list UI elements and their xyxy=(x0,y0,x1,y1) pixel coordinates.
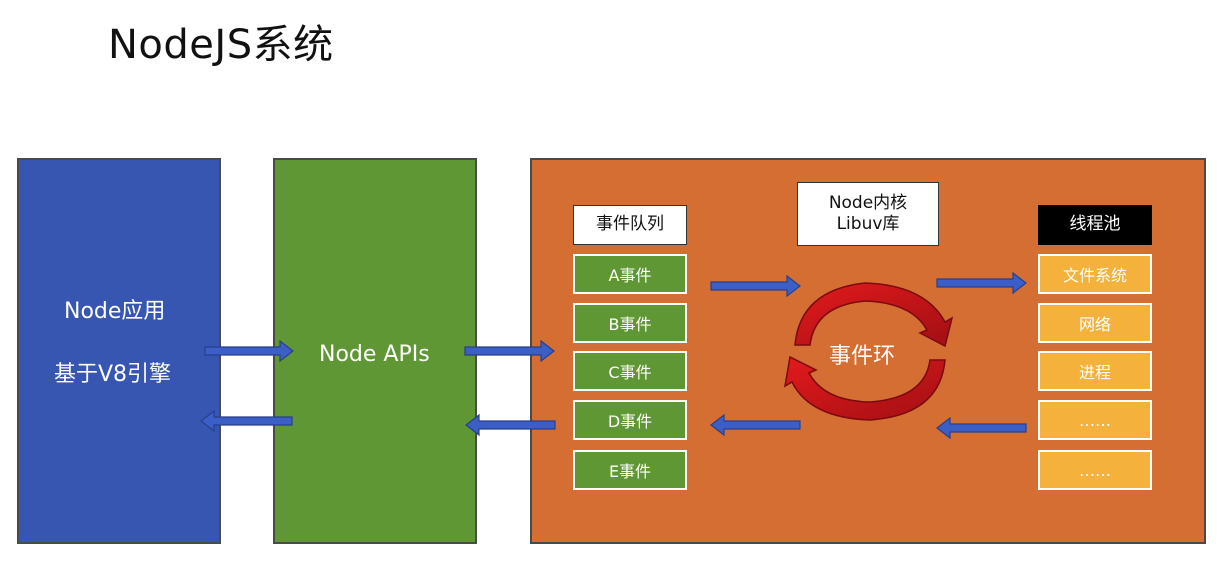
node-app-label: Node应用 xyxy=(64,299,166,324)
event-item-d: D事件 xyxy=(573,400,687,440)
node-core-line1: Node内核 xyxy=(828,192,908,213)
event-item-a: A事件 xyxy=(573,254,687,294)
event-item-b: B事件 xyxy=(573,303,687,343)
v8-engine-label: 基于V8引擎 xyxy=(54,362,172,387)
event-queue-title: 事件队列 xyxy=(573,205,687,245)
event-item-e: E事件 xyxy=(573,450,687,490)
page-title: NodeJS系统 xyxy=(108,22,334,68)
thread-item-network: 网络 xyxy=(1038,303,1152,343)
thread-item-process: 进程 xyxy=(1038,351,1152,391)
event-item-c: C事件 xyxy=(573,351,687,391)
thread-item-ellipsis-1: …… xyxy=(1038,400,1152,440)
node-apis-label: Node APIs xyxy=(319,342,430,367)
thread-item-filesystem: 文件系统 xyxy=(1038,254,1152,294)
node-apis-panel: Node APIs xyxy=(273,158,477,544)
event-loop-label: 事件环 xyxy=(829,344,896,369)
node-app-panel: Node应用 基于V8引擎 xyxy=(17,158,221,544)
node-core-label: Node内核 Libuv库 xyxy=(797,182,939,246)
thread-pool-title: 线程池 xyxy=(1038,205,1152,245)
node-core-line2: Libuv库 xyxy=(836,214,900,234)
thread-item-ellipsis-2: …… xyxy=(1038,450,1152,490)
